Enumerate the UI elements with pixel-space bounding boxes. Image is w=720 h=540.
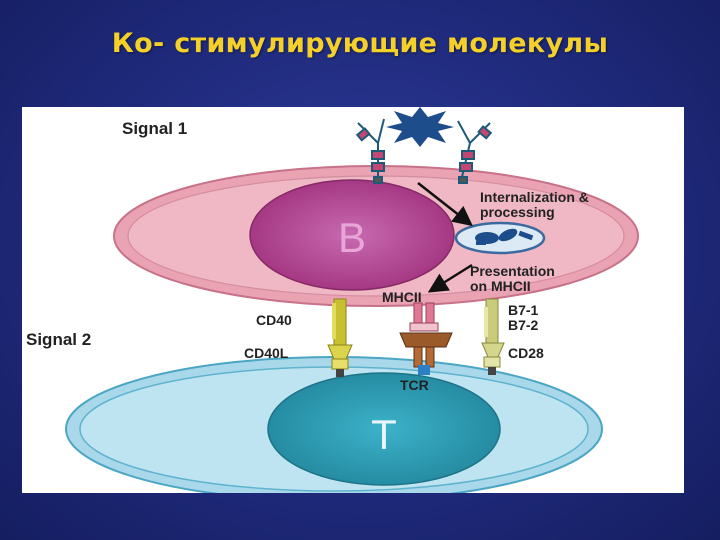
antigen-star-icon (386, 107, 454, 147)
b7-2-label: B7-2 (508, 317, 539, 333)
cd28-label: CD28 (508, 345, 544, 361)
slide-title: Ко- стимулирующие молекулы (111, 28, 609, 59)
presentation-arrow (427, 263, 473, 293)
t-cell-label: T (371, 411, 397, 458)
mhcii-tcr-complex (399, 302, 453, 375)
t-cell-nucleus (267, 372, 501, 486)
b7-1-label: B7-1 (508, 302, 539, 318)
cd40-label: CD40 (256, 312, 292, 328)
internalization-label-2: processing (480, 204, 555, 220)
b-cell-nucleus (249, 179, 455, 291)
endosome (454, 221, 546, 255)
figure-panel: T B (22, 107, 684, 493)
tcr-label: TCR (400, 377, 429, 393)
internalization-arrow (417, 182, 473, 227)
signal-2-label: Signal 2 (26, 330, 91, 349)
mhcii-label: MHCII (382, 289, 422, 305)
bcr-receptor-left (355, 118, 385, 184)
b-cell-label: B (338, 214, 366, 261)
bcr-receptor-right (457, 120, 493, 184)
presentation-label-1: Presentation (470, 263, 555, 279)
cd40-cd40l-pair (327, 298, 353, 377)
cd40l-label: CD40L (244, 345, 289, 361)
internalization-label-1: Internalization & (480, 189, 589, 205)
b7-cd28-pair (481, 298, 505, 375)
presentation-label-2: on MHCII (470, 278, 531, 294)
costimulation-diagram: T B (26, 107, 639, 493)
signal-1-label: Signal 1 (122, 119, 187, 138)
